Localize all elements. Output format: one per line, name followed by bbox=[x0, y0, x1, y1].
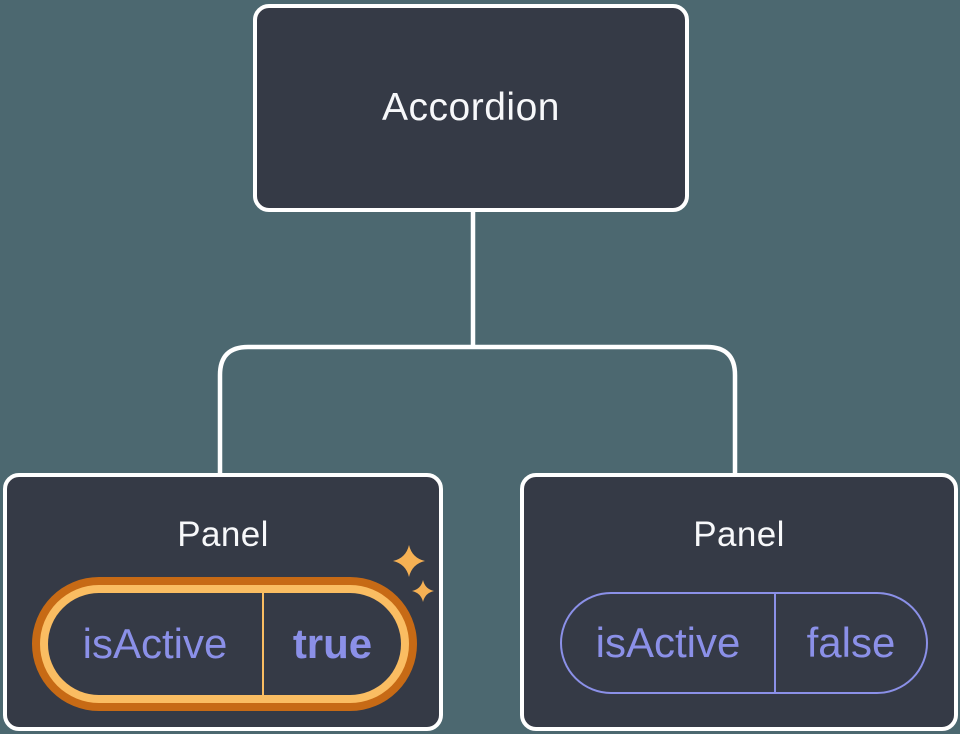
sparkle-large-icon bbox=[393, 545, 425, 577]
state-prop-value: false bbox=[806, 619, 896, 666]
sparkles-icon bbox=[393, 545, 434, 602]
pill-divider bbox=[774, 594, 776, 692]
pill-divider bbox=[262, 593, 264, 695]
panel-node-inactive: Panel isActive false bbox=[520, 473, 958, 731]
panel-node-active: Panel isActive true bbox=[3, 473, 443, 731]
state-pill-active-inner-ring: isActive true bbox=[40, 585, 409, 703]
accordion-node-label: Accordion bbox=[382, 86, 560, 129]
state-pill-active-core: isActive true bbox=[48, 593, 401, 695]
panel-node-label: Panel bbox=[177, 515, 269, 554]
state-pill-inactive: isActive false bbox=[560, 592, 928, 694]
state-prop-name: isActive bbox=[82, 620, 228, 667]
state-prop-name: isActive bbox=[595, 619, 741, 666]
state-prop-value: true bbox=[292, 620, 373, 667]
accordion-node: Accordion bbox=[253, 4, 689, 212]
state-pill-active: isActive true bbox=[32, 577, 417, 711]
connector-branch-to-panels bbox=[217, 344, 738, 478]
panel-node-label: Panel bbox=[693, 515, 785, 554]
sparkle-small-icon bbox=[412, 580, 434, 602]
